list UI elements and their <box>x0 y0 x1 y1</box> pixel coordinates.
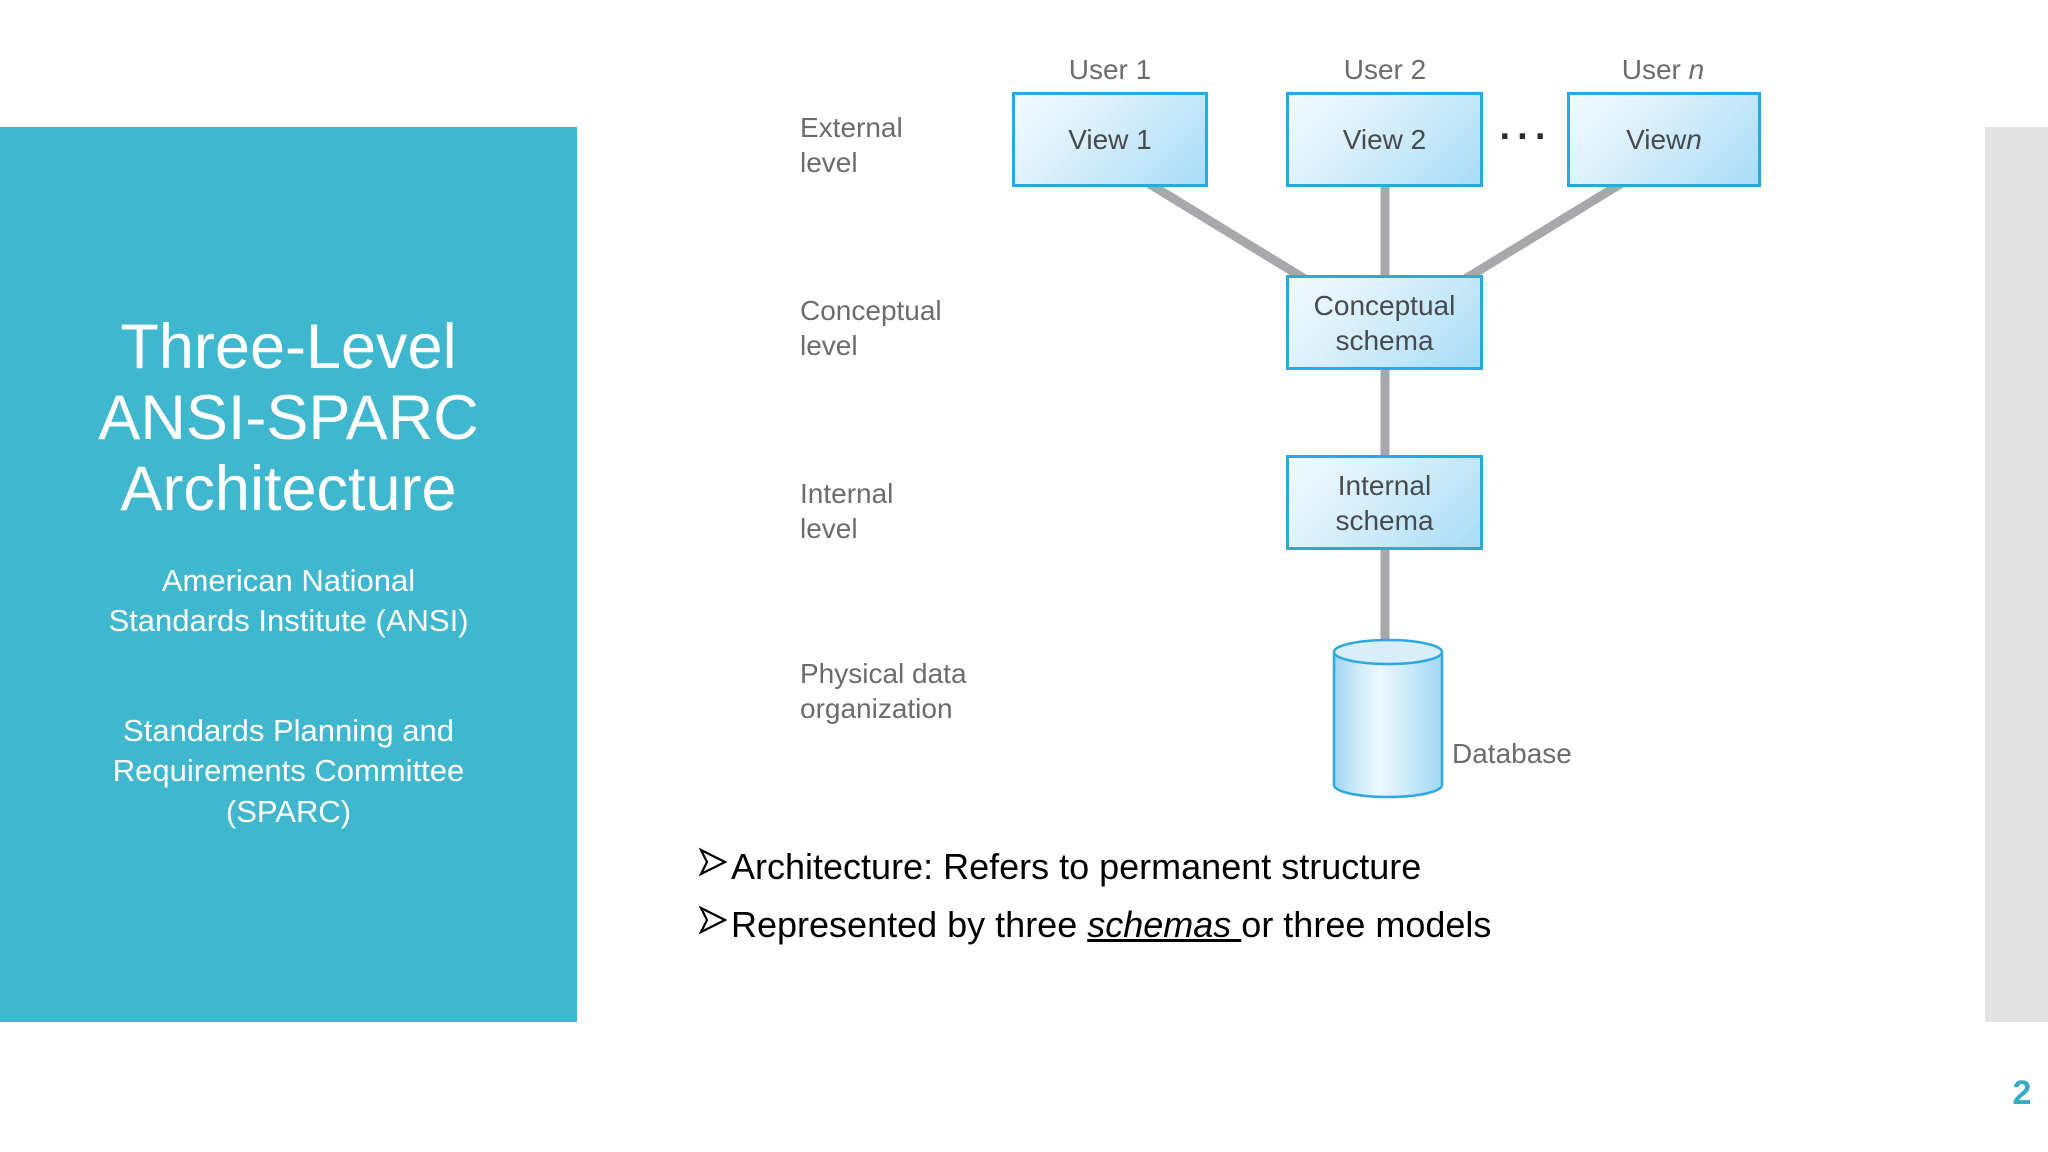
title-sidebar: Three-Level ANSI-SPARC Architecture Amer… <box>0 127 577 1022</box>
slide-title: Three-Level ANSI-SPARC Architecture <box>98 312 479 525</box>
database-cylinder-body <box>1332 652 1444 799</box>
subtitle-sparc: Standards Planning and Requirements Comm… <box>112 713 465 829</box>
usern-label-variable: n <box>1688 54 1705 85</box>
views-ellipsis: ··· <box>1499 116 1553 158</box>
external-level-label: External level <box>800 112 903 178</box>
subtitle-ansi: American National Standards Institute (A… <box>108 563 469 639</box>
view2-box: View 2 <box>1286 92 1483 187</box>
viewn-box-prefix: View <box>1626 124 1687 155</box>
user2-label: User 2 <box>1343 54 1427 85</box>
conceptual-level-label: Conceptual level <box>800 295 942 361</box>
bullet-item-text: Architecture: Refers to permanent struct… <box>731 846 1422 887</box>
conceptual-schema-box: Conceptual schema <box>1286 275 1483 370</box>
bullet-item-text: Represented by three schemas or three mo… <box>731 904 1491 945</box>
user1-label: User 1 <box>1068 54 1152 85</box>
database-cylinder-top <box>1332 638 1444 666</box>
arrow-bullet-icon <box>698 905 728 935</box>
bullet2-suffix: or three models <box>1241 904 1492 945</box>
right-accent-strip <box>1985 127 2048 1022</box>
physical-data-organization-label: Physical data organization <box>800 658 967 724</box>
viewn-box-variable: n <box>1686 124 1702 155</box>
database-label: Database <box>1452 738 1572 769</box>
internal-schema-box: Internal schema <box>1286 455 1483 550</box>
bullet-item-schemas: Represented by three schemas or three mo… <box>698 904 1491 945</box>
internal-level-label: Internal level <box>800 478 894 544</box>
arrow-bullet-icon <box>698 847 728 877</box>
bullet-item-architecture: Architecture: Refers to permanent struct… <box>698 846 1421 887</box>
bullet2-prefix: Represented by three <box>731 904 1088 945</box>
connector-lines <box>1145 179 1625 655</box>
connector-view1-conceptual <box>1145 179 1321 291</box>
database-cylinder <box>1332 638 1444 799</box>
view1-box: View 1 <box>1012 92 1208 187</box>
bullet2-emphasis: schemas <box>1087 904 1242 945</box>
viewn-box: View n <box>1567 92 1761 187</box>
usern-label-prefix: User <box>1621 54 1689 85</box>
connector-viewn-conceptual <box>1449 179 1625 291</box>
usern-label: User n <box>1553 54 1773 86</box>
page-number: 2 <box>2012 1074 2032 1112</box>
